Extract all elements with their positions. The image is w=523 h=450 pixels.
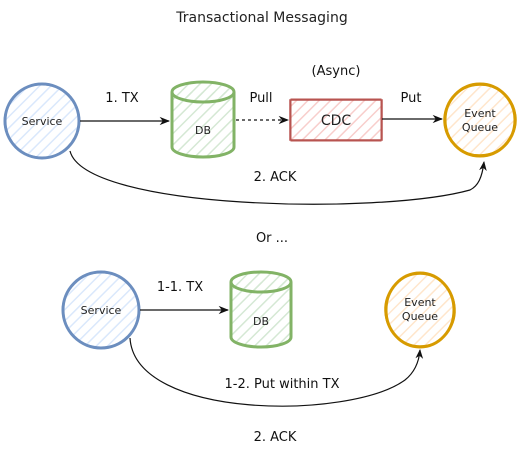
- queue-label-2-line2: Queue: [402, 310, 438, 323]
- put-label: Put: [401, 91, 422, 106]
- db-label-1: DB: [195, 124, 211, 137]
- pull-label: Pull: [249, 91, 272, 106]
- queue-label-1-line1: Event: [464, 107, 496, 120]
- queue-label-1-line2: Queue: [462, 121, 498, 134]
- service-node-2: Service: [61, 270, 141, 350]
- event-queue-node-1: Event Queue: [443, 82, 517, 158]
- cdc-box: CDC: [289, 98, 383, 142]
- queue-label-2-line1: Event: [404, 296, 436, 309]
- separator-label: Or ...: [256, 231, 288, 246]
- db-cylinder-1: DB: [170, 80, 236, 159]
- db-label-2: DB: [253, 315, 269, 328]
- event-queue-node-2: Event Queue: [384, 271, 456, 349]
- service-label-1: Service: [22, 115, 63, 128]
- ack-label-2: 2. ACK: [254, 430, 297, 445]
- tx-label-1: 1. TX: [105, 91, 138, 106]
- diagram-title: Transactional Messaging: [175, 10, 347, 26]
- service-node-1: Service: [3, 82, 81, 160]
- put-within-tx-label: 1-2. Put within TX: [225, 377, 340, 392]
- put-within-tx-arrow: [129, 337, 424, 407]
- service-label-2: Service: [81, 304, 122, 317]
- db-cylinder-2: DB: [229, 270, 293, 349]
- cdc-label: CDC: [321, 113, 352, 129]
- tx-label-2: 1-1. TX: [157, 280, 203, 295]
- ack-label-1: 2. ACK: [254, 170, 297, 185]
- async-label: (Async): [312, 64, 361, 79]
- ack-arrow-1: [69, 150, 487, 205]
